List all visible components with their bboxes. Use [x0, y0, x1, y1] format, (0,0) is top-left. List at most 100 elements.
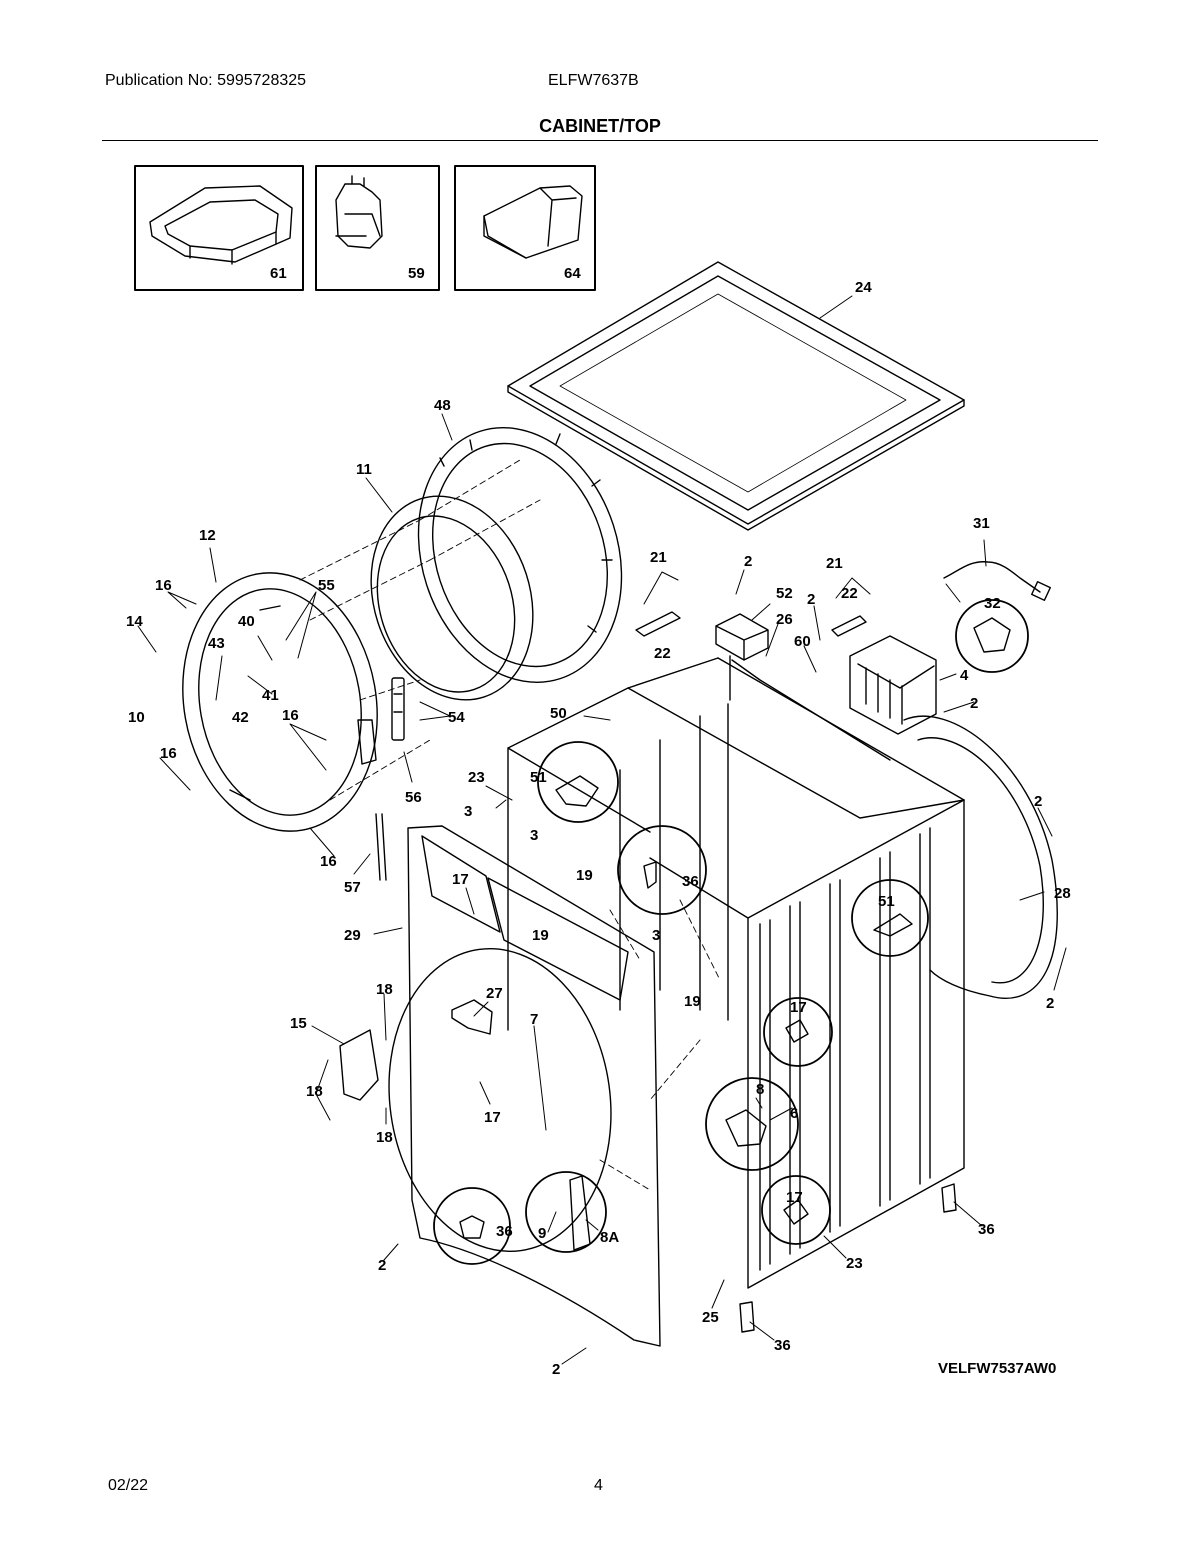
label-2f: 2 — [378, 1257, 386, 1274]
label-18b: 18 — [306, 1083, 323, 1100]
label-14: 14 — [126, 613, 143, 630]
label-60: 60 — [794, 633, 811, 650]
label-24: 24 — [855, 279, 872, 296]
door-latch-15[interactable] — [339, 1029, 379, 1101]
label-17a: 17 — [452, 871, 469, 888]
label-43: 43 — [208, 635, 225, 652]
label-6: 6 — [790, 1105, 798, 1122]
part-labels: 24 48 11 12 31 21 2 21 52 2 22 16 55 14 … — [126, 279, 1071, 1378]
label-17c: 17 — [790, 999, 807, 1016]
inset-label-64: 64 — [564, 265, 581, 282]
label-48: 48 — [434, 397, 451, 414]
label-22a: 22 — [841, 585, 858, 602]
label-51a: 51 — [530, 769, 547, 786]
label-16a: 16 — [155, 577, 172, 594]
door-glass[interactable] — [346, 475, 559, 721]
label-55: 55 — [318, 577, 335, 594]
label-52: 52 — [776, 585, 793, 602]
callout-17-upper[interactable] — [763, 997, 833, 1067]
label-2e: 2 — [1046, 995, 1054, 1012]
label-40: 40 — [238, 613, 255, 630]
label-18a: 18 — [376, 981, 393, 998]
foot-right[interactable] — [941, 1183, 957, 1213]
control-box[interactable] — [849, 635, 937, 735]
model-number: ELFW7637B — [548, 72, 639, 89]
front-panel[interactable] — [370, 825, 661, 1347]
label-27: 27 — [486, 985, 503, 1002]
page-number: 4 — [594, 1477, 603, 1494]
label-29: 29 — [344, 927, 361, 944]
callout-32[interactable] — [955, 599, 1029, 673]
callout-36-left[interactable] — [433, 1187, 511, 1265]
dispenser-27[interactable] — [451, 999, 493, 1035]
label-4: 4 — [960, 667, 969, 684]
label-21b: 21 — [826, 555, 843, 572]
label-16d: 16 — [320, 853, 337, 870]
bracket-22b[interactable] — [831, 615, 867, 637]
label-36a: 36 — [682, 873, 699, 890]
callout-36-center[interactable] — [617, 825, 707, 915]
door-outer-ring[interactable] — [163, 557, 397, 846]
label-19c: 19 — [684, 993, 701, 1010]
label-16b: 16 — [282, 707, 299, 724]
label-22b: 22 — [654, 645, 671, 662]
top-panel[interactable] — [507, 261, 965, 531]
label-11: 11 — [356, 461, 372, 478]
label-36d: 36 — [774, 1337, 791, 1354]
label-2c: 2 — [970, 695, 978, 712]
power-cord[interactable] — [943, 561, 1052, 602]
label-10: 10 — [128, 709, 145, 726]
label-19a: 19 — [576, 867, 593, 884]
label-3a: 3 — [464, 803, 472, 820]
door-inner-bowl[interactable] — [387, 401, 654, 709]
door-hinge[interactable] — [391, 677, 405, 741]
label-36c: 36 — [496, 1223, 513, 1240]
section-title: CABINET/TOP — [539, 116, 661, 136]
label-23a: 23 — [468, 769, 485, 786]
label-2b: 2 — [807, 591, 815, 608]
inset-part-59[interactable]: 59 — [315, 165, 440, 291]
footer-date: 02/22 — [108, 1477, 149, 1494]
inset-label-61: 61 — [270, 265, 287, 282]
label-8a: 8A — [600, 1229, 619, 1246]
assembly-guides — [299, 459, 721, 1191]
label-17b: 17 — [484, 1109, 501, 1126]
header-divider — [102, 140, 1098, 141]
inset-part-64[interactable]: 64 — [454, 165, 596, 291]
label-2a: 2 — [744, 553, 752, 570]
part-52-box[interactable] — [715, 613, 769, 661]
label-3b: 3 — [530, 827, 538, 844]
label-41: 41 — [262, 687, 279, 704]
label-19b: 19 — [532, 927, 549, 944]
callout-17-lower[interactable] — [761, 1175, 831, 1245]
door-handle-rod[interactable] — [375, 813, 387, 881]
label-57: 57 — [344, 879, 361, 896]
label-2g: 2 — [552, 1361, 560, 1378]
label-7: 7 — [530, 1011, 538, 1028]
label-2d: 2 — [1034, 793, 1042, 810]
callout-51-right[interactable] — [851, 879, 929, 957]
label-18c: 18 — [376, 1129, 393, 1146]
label-17d: 17 — [786, 1189, 803, 1206]
label-56: 56 — [405, 789, 422, 806]
leader-lines — [137, 295, 1067, 1365]
bracket-22a[interactable] — [635, 611, 681, 637]
label-36b: 36 — [978, 1221, 995, 1238]
foot-bottom[interactable] — [739, 1301, 755, 1333]
callout-51-left[interactable] — [537, 741, 619, 823]
label-32: 32 — [984, 595, 1001, 612]
callout-8a[interactable] — [525, 1171, 607, 1253]
label-26: 26 — [776, 611, 793, 628]
label-8: 8 — [756, 1081, 764, 1098]
label-9: 9 — [538, 1225, 546, 1242]
rear-gasket[interactable] — [903, 715, 1058, 999]
label-42: 42 — [232, 709, 249, 726]
label-21a: 21 — [650, 549, 667, 566]
callout-pressure-switch[interactable] — [705, 1077, 799, 1171]
cabinet-frame[interactable] — [507, 655, 965, 1289]
label-3c: 3 — [652, 927, 660, 944]
label-51b: 51 — [878, 893, 895, 910]
label-23b: 23 — [846, 1255, 863, 1272]
inset-part-61[interactable]: 61 — [134, 165, 304, 291]
label-12: 12 — [199, 527, 216, 544]
